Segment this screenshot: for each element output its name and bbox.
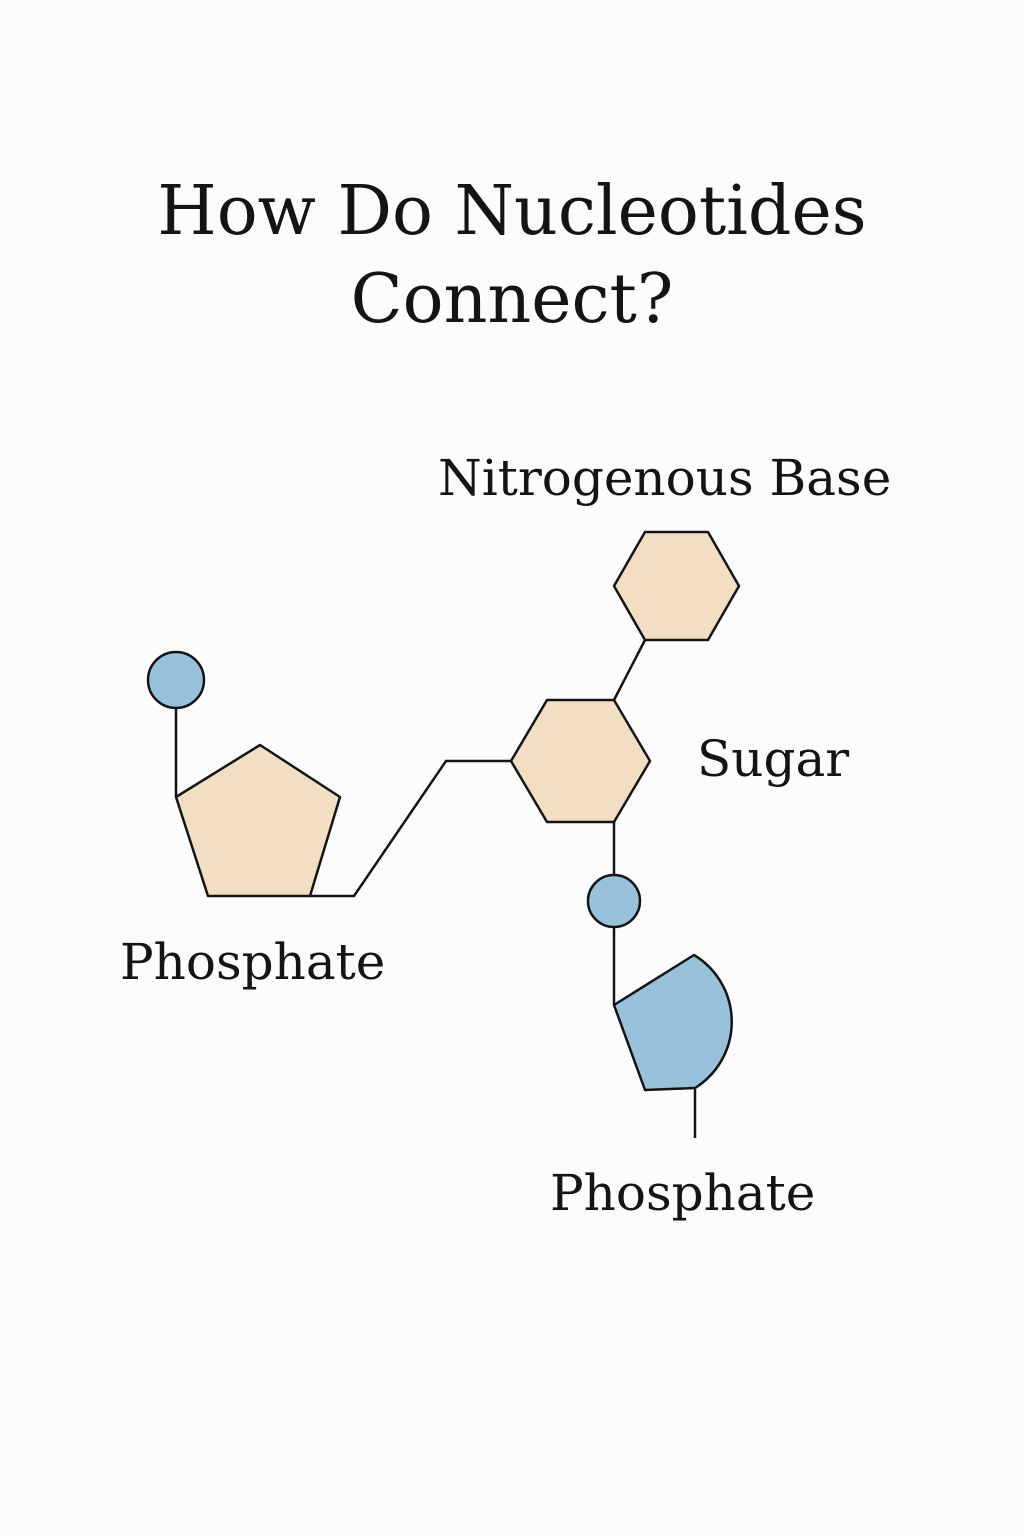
phosphate-circle-middle xyxy=(586,873,642,929)
page-title: How Do Nucleotides Connect? xyxy=(0,168,1024,344)
hexagon-sugar-ring xyxy=(509,698,652,824)
title-line-2: Connect? xyxy=(350,260,674,339)
label-phosphate-left: Phosphate xyxy=(120,933,385,991)
hexagon-nitrogenous-base xyxy=(612,530,741,642)
phosphate-circle-left xyxy=(146,650,206,710)
pentagon-sugar-left xyxy=(174,743,342,898)
label-phosphate-bottom: Phosphate xyxy=(550,1164,815,1222)
lower-phosphate-unit xyxy=(612,953,733,1092)
label-sugar: Sugar xyxy=(697,730,849,788)
label-nitrogenous-base: Nitrogenous Base xyxy=(438,449,891,507)
title-line-1: How Do Nucleotides xyxy=(157,172,867,251)
bond-sugar-to-base xyxy=(612,639,647,701)
bond-pentagon-to-sugar-ring xyxy=(310,759,511,898)
